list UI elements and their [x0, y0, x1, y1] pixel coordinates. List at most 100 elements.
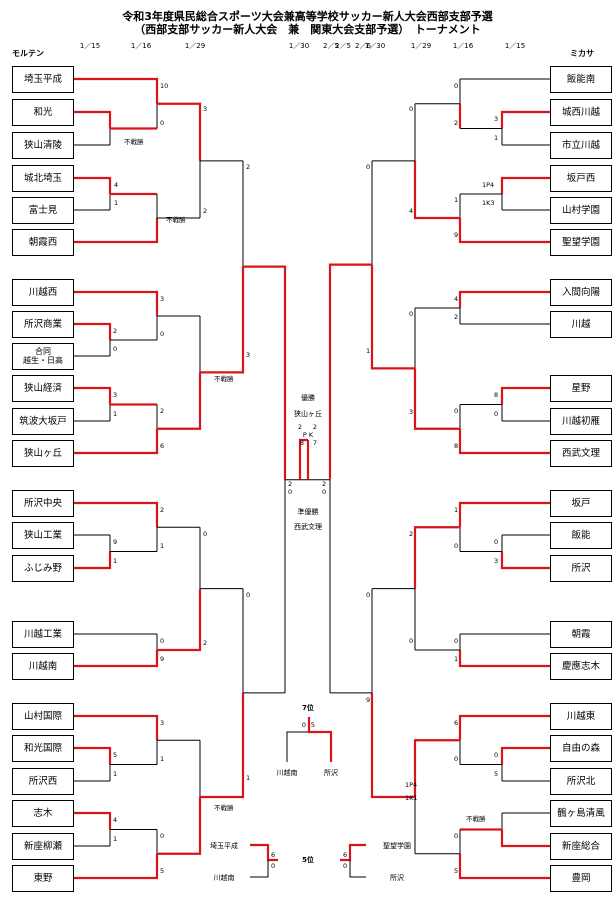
team-box: 合同越生・日高 [12, 343, 74, 370]
feed-line [413, 160, 460, 220]
team-box: 慶應志木 [550, 653, 612, 680]
feed-line [458, 290, 550, 308]
seventh-line [286, 731, 332, 762]
fifth-left-bottom-team: 川越南 [213, 874, 235, 882]
score-label: 1 [113, 557, 118, 565]
score-label: 0 [322, 488, 327, 496]
score-label: 8 [494, 391, 499, 399]
score-label: 0 [454, 637, 459, 645]
score-label: 1K1 [405, 794, 418, 803]
score-label: 9 [113, 538, 118, 546]
round-date: 1／15 [79, 42, 101, 50]
score-label: 1K3 [482, 199, 495, 207]
pk-score: 8 [299, 439, 305, 447]
team-name-line: 筑波大坂戸 [19, 415, 67, 427]
team-name-line: 川越南 [28, 660, 58, 672]
seventh-right-team: 所沢 [324, 769, 338, 777]
team-name-line: 狭山工業 [23, 529, 62, 541]
fifth-left-top-team: 埼玉平成 [210, 842, 238, 850]
team-box: 市立川越 [550, 132, 612, 159]
score-label: 2 [160, 406, 165, 415]
round-date: 2／6 [355, 42, 371, 50]
score-label: 2 [454, 118, 459, 127]
score-label: 6 [160, 442, 165, 450]
feed-line [74, 714, 159, 741]
team-name-line: 川越西 [28, 286, 58, 298]
score-label: 2 [203, 639, 208, 647]
team-name-line: 所沢商業 [23, 318, 62, 330]
forfeit-label: 不戦勝 [166, 216, 186, 224]
score-label: 0 [288, 488, 293, 496]
winner-name: 狭山ヶ丘 [294, 410, 322, 418]
round-date: 1／30 [288, 42, 310, 50]
round-date: 1／29 [184, 42, 206, 50]
feed-line [200, 266, 245, 374]
score-label: 10 [160, 82, 169, 90]
score-label: 4 [454, 295, 459, 303]
feed-line [500, 110, 550, 129]
score-label: 0 [160, 118, 165, 127]
score-label: 9 [160, 655, 165, 663]
score-label: 3 [494, 115, 499, 123]
forfeit-label: 不戦勝 [214, 375, 234, 384]
score-label: 0 [454, 754, 459, 763]
team-box: 城北埼玉 [12, 165, 74, 192]
right-side-label: ミカサ [570, 49, 594, 58]
score-label: 3 [113, 391, 118, 399]
team-name-line: 朝霞西 [28, 236, 58, 248]
team-box: 飯能 [550, 522, 612, 549]
score-label: 2 [203, 207, 208, 215]
team-name-line: 新座柳瀬 [23, 840, 62, 852]
score-label: 1 [494, 134, 499, 142]
seventh-left-team: 川越南 [276, 769, 298, 777]
score-label: 6 [343, 851, 348, 859]
feed-line [413, 739, 460, 797]
round-date: 1／30 [364, 42, 386, 50]
team-name-line: 狭山清陵 [23, 139, 62, 151]
feed-line [370, 692, 415, 799]
feed-line [74, 551, 112, 570]
round-date: 1／16 [130, 42, 152, 50]
score-label: 1 [113, 835, 118, 843]
team-name-line: ふじみ野 [23, 562, 62, 574]
team-box: 飯能南 [550, 66, 612, 93]
team-box: 和光 [12, 99, 74, 126]
score-label: 3 [203, 104, 208, 113]
round-date: 1／16 [452, 42, 474, 50]
feed-line [458, 501, 550, 528]
score-label: 0 [454, 406, 459, 415]
feed-line [157, 797, 202, 855]
feed-line [74, 853, 159, 880]
feed-line [157, 588, 202, 652]
round-date: 2／5 [323, 42, 339, 50]
score-label: 1 [113, 770, 118, 778]
team-box: 川越西 [12, 279, 74, 306]
score-label: 1 [246, 774, 251, 782]
team-box: 山村学園 [550, 197, 612, 224]
runner-up-name: 西武文理 [294, 523, 322, 531]
score-label: 0 [366, 162, 371, 171]
team-box: 所沢中央 [12, 490, 74, 517]
fifth-line [250, 843, 278, 862]
feed-line [74, 650, 159, 668]
feed-line [500, 386, 550, 405]
team-name-line: 狭山経済 [23, 382, 62, 394]
score-label: 5 [160, 867, 165, 875]
team-box: 狭山清陵 [12, 132, 74, 159]
team-name-line: 狭山ヶ丘 [23, 447, 62, 459]
score-label: 2 [409, 530, 414, 539]
score-label: 0 [113, 345, 118, 353]
final-winner-line [298, 438, 308, 480]
feed-line [200, 692, 245, 799]
team-box: 城西川越 [550, 99, 612, 126]
score-label: 0 [160, 637, 165, 645]
team-box: 川越東 [550, 703, 612, 730]
team-box: 山村国際 [12, 703, 74, 730]
score-label: 3 [160, 719, 165, 727]
score-label: 4 [113, 816, 118, 824]
round-date: 1／15 [504, 42, 526, 50]
score-label: 2 [160, 506, 165, 514]
feed-line [458, 853, 550, 880]
team-box: 川越初雁 [550, 408, 612, 435]
team-box: 筑波大坂戸 [12, 408, 74, 435]
